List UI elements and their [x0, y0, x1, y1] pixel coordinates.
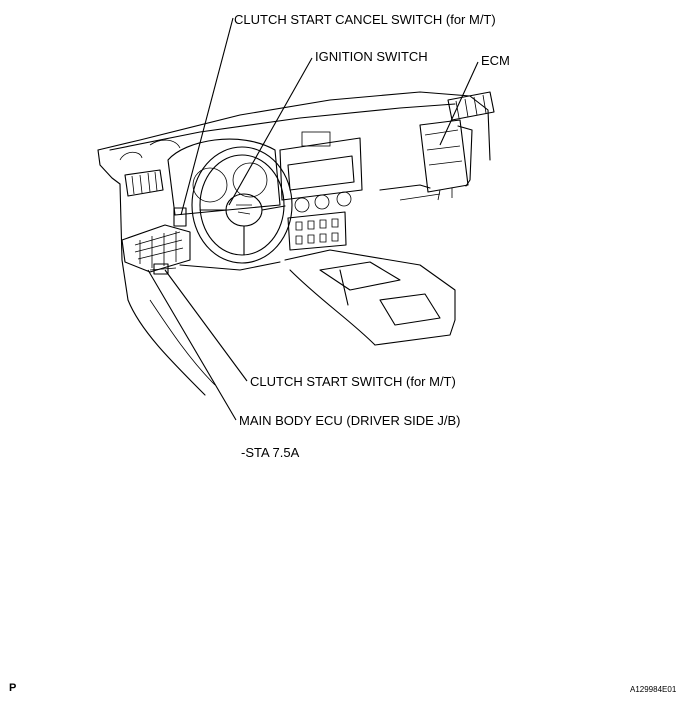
clutch-start-cancel-switch-part	[173, 207, 187, 227]
left-air-vent	[124, 169, 164, 197]
label-clutch-start-switch: CLUTCH START SWITCH (for M/T)	[250, 374, 456, 389]
right-air-vent	[447, 91, 495, 121]
label-ecm: ECM	[481, 53, 510, 68]
page-marker: P	[9, 682, 17, 694]
label-clutch-start-cancel-switch: CLUTCH START CANCEL SWITCH (for M/T)	[234, 12, 496, 27]
leader-lines	[147, 17, 479, 421]
label-fuse: -STA 7.5A	[241, 445, 300, 460]
steering-wheel	[191, 146, 293, 264]
center-console	[279, 131, 363, 251]
clutch-start-switch-part	[149, 263, 177, 275]
label-ignition-switch: IGNITION SWITCH	[315, 49, 428, 64]
ecm-module	[419, 119, 473, 201]
figure-id: A129984E01	[630, 685, 677, 694]
main-body-ecu-module	[121, 224, 191, 273]
label-main-body-ecu: MAIN BODY ECU (DRIVER SIDE J/B)	[239, 413, 461, 428]
instrument-cluster	[167, 138, 281, 216]
floor-console	[284, 249, 456, 346]
dashboard-outline	[97, 91, 491, 396]
